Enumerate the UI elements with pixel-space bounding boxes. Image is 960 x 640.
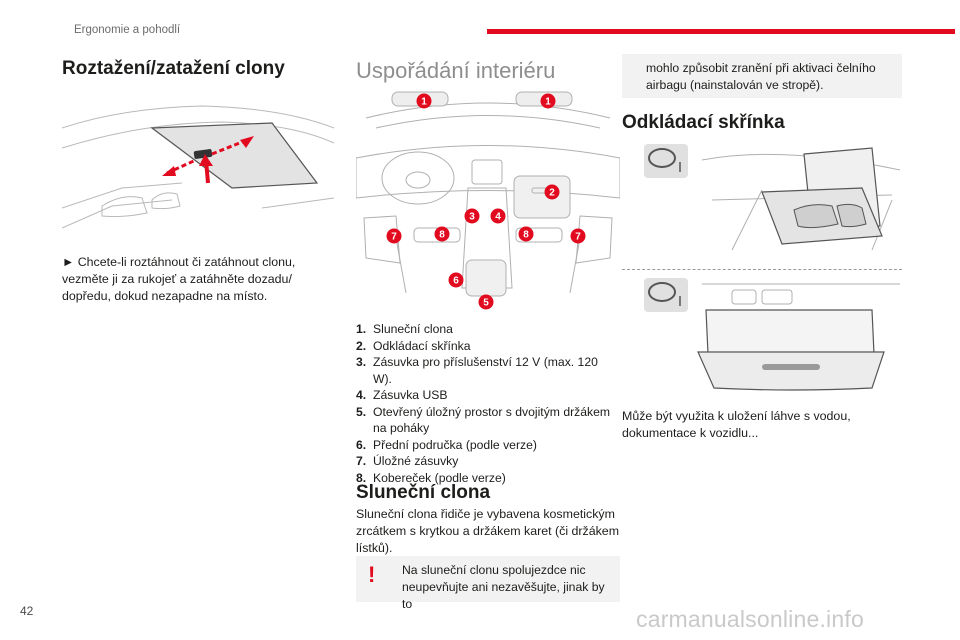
legend-item: 6.Přední područka (podle verze): [356, 437, 537, 452]
glovebox-open-svg: [644, 144, 901, 251]
glovebox-closed-svg: [644, 278, 900, 391]
warning-text-part2: mohlo způsobit zranění při aktivaci čeln…: [646, 61, 876, 92]
svg-text:2: 2: [549, 188, 555, 199]
legend-item: 2.Odkládací skřínka: [356, 338, 471, 353]
svg-text:7: 7: [391, 232, 397, 243]
sun-visor-text: Sluneční clona řidiče je vybavena kosmet…: [356, 507, 620, 555]
sunroof-illustration: [62, 88, 334, 236]
glovebox-open-illustration: [622, 140, 902, 266]
legend-item: 3.Zásuvka pro příslušenství 12 V (max. 1…: [356, 355, 598, 386]
legend-item: 1.Sluneční clona: [356, 322, 453, 336]
sun-visor-warning-box: ! Na sluneční clonu spolujezdce nic neup…: [356, 556, 620, 611]
warning-text-part1: Na sluneční clonu spolujezdce nic neupev…: [402, 563, 605, 611]
callout-6: 6: [448, 272, 464, 288]
interior-svg: 1 1 2 3 4 7 8 8 7 6 5: [356, 91, 620, 310]
page-number: 42: [20, 604, 34, 618]
figure-divider: [622, 269, 902, 270]
callout-7-right: 7: [570, 228, 586, 244]
callout-1-right: 1: [540, 93, 556, 109]
callout-8-left: 8: [434, 226, 450, 242]
svg-text:8: 8: [523, 230, 529, 241]
warning-exclamation-icon: !: [368, 562, 376, 587]
glovebox-door: [697, 351, 885, 391]
callout-8-right: 8: [518, 226, 534, 242]
interior-title: Uspořádání interiéru: [356, 58, 556, 83]
movement-arrows-icon: [162, 136, 254, 184]
svg-text:1: 1: [545, 97, 551, 108]
glovebox-handle: [762, 364, 820, 370]
steering-wheel-icon: [644, 278, 688, 312]
svg-text:1: 1: [421, 97, 427, 108]
glovebox-closed-illustration: [622, 274, 902, 394]
glovebox-interior: [705, 309, 875, 355]
steering-wheel-icon: [644, 144, 688, 178]
callout-2: 2: [544, 184, 560, 200]
interior-legend: 1.Sluneční clona 2.Odkládací skřínka 3.Z…: [356, 321, 620, 486]
svg-text:3: 3: [469, 212, 475, 223]
callout-5: 5: [478, 294, 494, 310]
watermark: carmanualsonline.info: [636, 606, 864, 632]
callout-7-left: 7: [386, 228, 402, 244]
legend-item: 7.Úložné zásuvky: [356, 454, 459, 468]
svg-text:4: 4: [495, 212, 501, 223]
legend-item: 4.Zásuvka USB: [356, 388, 448, 402]
header-section-title: Ergonomie a pohodlí: [74, 24, 181, 36]
legend-item: 5.Otevřený úložný prostor s dvojitým drž…: [356, 404, 611, 436]
svg-text:7: 7: [575, 232, 581, 243]
callout-1-left: 1: [416, 93, 432, 109]
header-accent-bar: [487, 29, 955, 34]
legend-item: 8.Kobereček (podle verze): [356, 470, 506, 485]
callout-3: 3: [464, 208, 480, 224]
callout-4: 4: [490, 208, 506, 224]
interior-illustration: 1 1 2 3 4 7 8 8 7 6 5: [356, 88, 620, 314]
sunroof-svg: [62, 105, 334, 229]
svg-text:6: 6: [453, 276, 459, 287]
sunroof-blind-panel: [150, 122, 319, 189]
sun-visor-warning-continuation: mohlo způsobit zranění při aktivaci čeln…: [622, 54, 902, 98]
sunroof-title: Roztažení/zatažení clony: [62, 58, 285, 79]
svg-text:5: 5: [483, 298, 489, 309]
glovebox-title: Odkládací skřínka: [622, 112, 785, 133]
sun-visor-title: Sluneční clona: [356, 482, 491, 503]
svg-text:8: 8: [439, 230, 445, 241]
sunroof-instruction: ► Chcete-li roztáhnout či zatáhnout clon…: [62, 255, 296, 303]
blind-handle: [193, 149, 213, 159]
glovebox-text: Může být využita k uložení láhve s vodou…: [622, 409, 851, 440]
